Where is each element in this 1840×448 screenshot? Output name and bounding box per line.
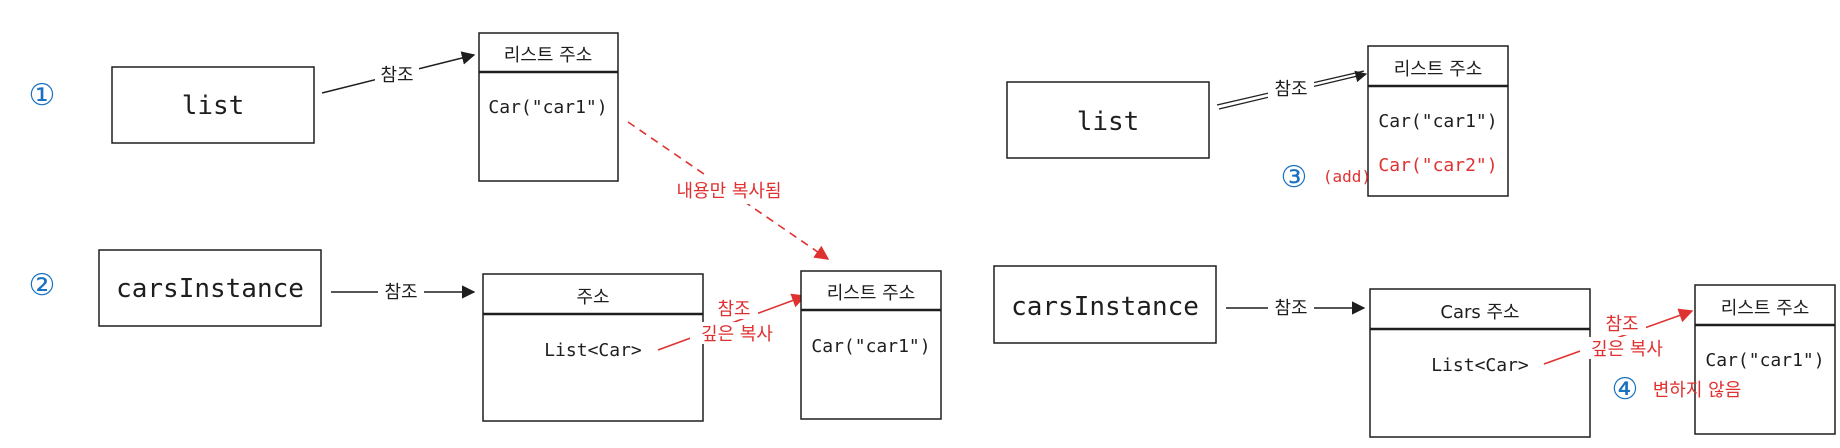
right-list-address-item-1: Car("car1") [1378,111,1497,132]
list-address-box [478,32,619,182]
copied-list-item: Car("car1") [811,336,930,357]
right-deep-copy-label: 깊은 복사 [1591,339,1663,360]
copied-list-title: 리스트 주소 [827,283,916,304]
right-cars-instance-label: carsInstance [1011,292,1199,322]
right-list-variable-box [1006,81,1210,159]
right-cars-address-title: Cars 주소 [1440,302,1519,323]
step-4-marker: ④ [1612,372,1639,407]
cars-instance-label: carsInstance [116,274,304,304]
right-deep-copy-ref-label: 참조 [1605,314,1638,335]
right-list-address-item-2: Car("car2") [1378,155,1497,176]
right-copied-list-title: 리스트 주소 [1721,298,1810,319]
list-ref-label: 참조 [380,65,413,86]
right-cars-address-box [1369,288,1591,438]
cars-address-title: 주소 [576,287,609,308]
cars-instance-box [98,249,322,327]
cars-address-item: List<Car> [544,340,642,361]
right-cars-ref-label: 참조 [1274,298,1307,319]
right-copied-list-box [1694,284,1836,435]
step-2-marker: ② [29,268,56,303]
step-1-marker: ① [29,78,56,113]
cars-address-box [482,273,704,422]
list-address-item: Car("car1") [488,97,607,118]
add-note: (add) [1323,167,1371,186]
right-list-address-title: 리스트 주소 [1394,59,1483,80]
step-3-marker: ③ [1281,160,1308,195]
copied-list-box [800,270,942,420]
list-variable-label: list [182,91,245,121]
content-copy-arrow [627,121,830,260]
right-list-address-box [1367,45,1509,197]
cars-ref-label: 참조 [384,282,417,303]
right-cars-instance-box [993,265,1217,344]
right-copied-list-item: Car("car1") [1705,350,1824,371]
content-copy-label: 내용만 복사됨 [676,181,781,202]
right-list-ref-label: 참조 [1274,79,1307,100]
list-variable-box [111,66,315,144]
deep-copy-ref-label: 참조 [717,299,750,320]
deep-copy-label: 깊은 복사 [701,324,773,345]
list-address-title: 리스트 주소 [504,45,593,66]
right-list-variable-label: list [1077,107,1140,137]
unchanged-note: 변하지 않음 [1653,380,1742,401]
right-cars-address-item: List<Car> [1431,355,1529,376]
